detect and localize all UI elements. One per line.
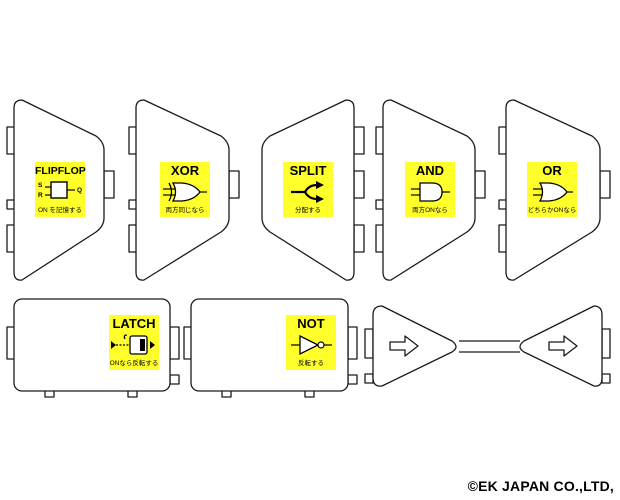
flipflop-s-pin: S: [38, 182, 43, 189]
label-flipflop: FLIPFLOP S R Q ON を記憶する: [35, 162, 86, 217]
label-latch-title: LATCH: [112, 316, 156, 331]
label-or-title: OR: [542, 163, 562, 178]
label-split-title: SPLIT: [289, 163, 327, 178]
copyright-text: ©EK JAPAN CO.,LTD,: [467, 478, 614, 494]
label-not: NOT 反転する: [286, 315, 336, 370]
right-arrow-icon: [548, 335, 578, 357]
label-flipflop-title: FLIPFLOP: [35, 165, 86, 177]
label-split-subtitle: 分配する: [295, 207, 321, 214]
label-xor-title: XOR: [170, 163, 200, 178]
label-flipflop-subtitle: ON を記憶する: [37, 207, 83, 214]
label-not-title: NOT: [297, 316, 325, 331]
label-not-subtitle: 反転する: [298, 360, 324, 367]
or-gate-icon: [533, 182, 573, 202]
flipflop-q-pin: Q: [76, 187, 82, 194]
label-and: AND 両方ONなら: [405, 162, 455, 217]
label-or: OR どちらかONなら: [527, 162, 577, 217]
and-gate-icon: [411, 182, 450, 202]
right-arrow-icon: [389, 335, 419, 357]
label-xor-subtitle: 両方同じなら: [165, 207, 205, 214]
xor-gate-icon: [163, 182, 207, 202]
split-arrow-icon: [291, 181, 324, 203]
latch-switch-icon: [111, 334, 155, 355]
label-latch-subtitle: ONなら反転する: [109, 360, 159, 367]
flipflop-box-icon: [45, 181, 75, 199]
flipflop-r-pin: R: [38, 192, 43, 199]
label-and-subtitle: 両方ONなら: [412, 207, 448, 214]
label-latch: LATCH ONなら反転する: [109, 315, 159, 370]
label-and-title: AND: [415, 163, 445, 178]
not-gate-icon: [291, 334, 332, 356]
label-split: SPLIT 分配する: [283, 162, 333, 217]
label-or-subtitle: どちらかONなら: [527, 207, 577, 214]
label-xor: XOR 両方同じなら: [160, 162, 210, 217]
